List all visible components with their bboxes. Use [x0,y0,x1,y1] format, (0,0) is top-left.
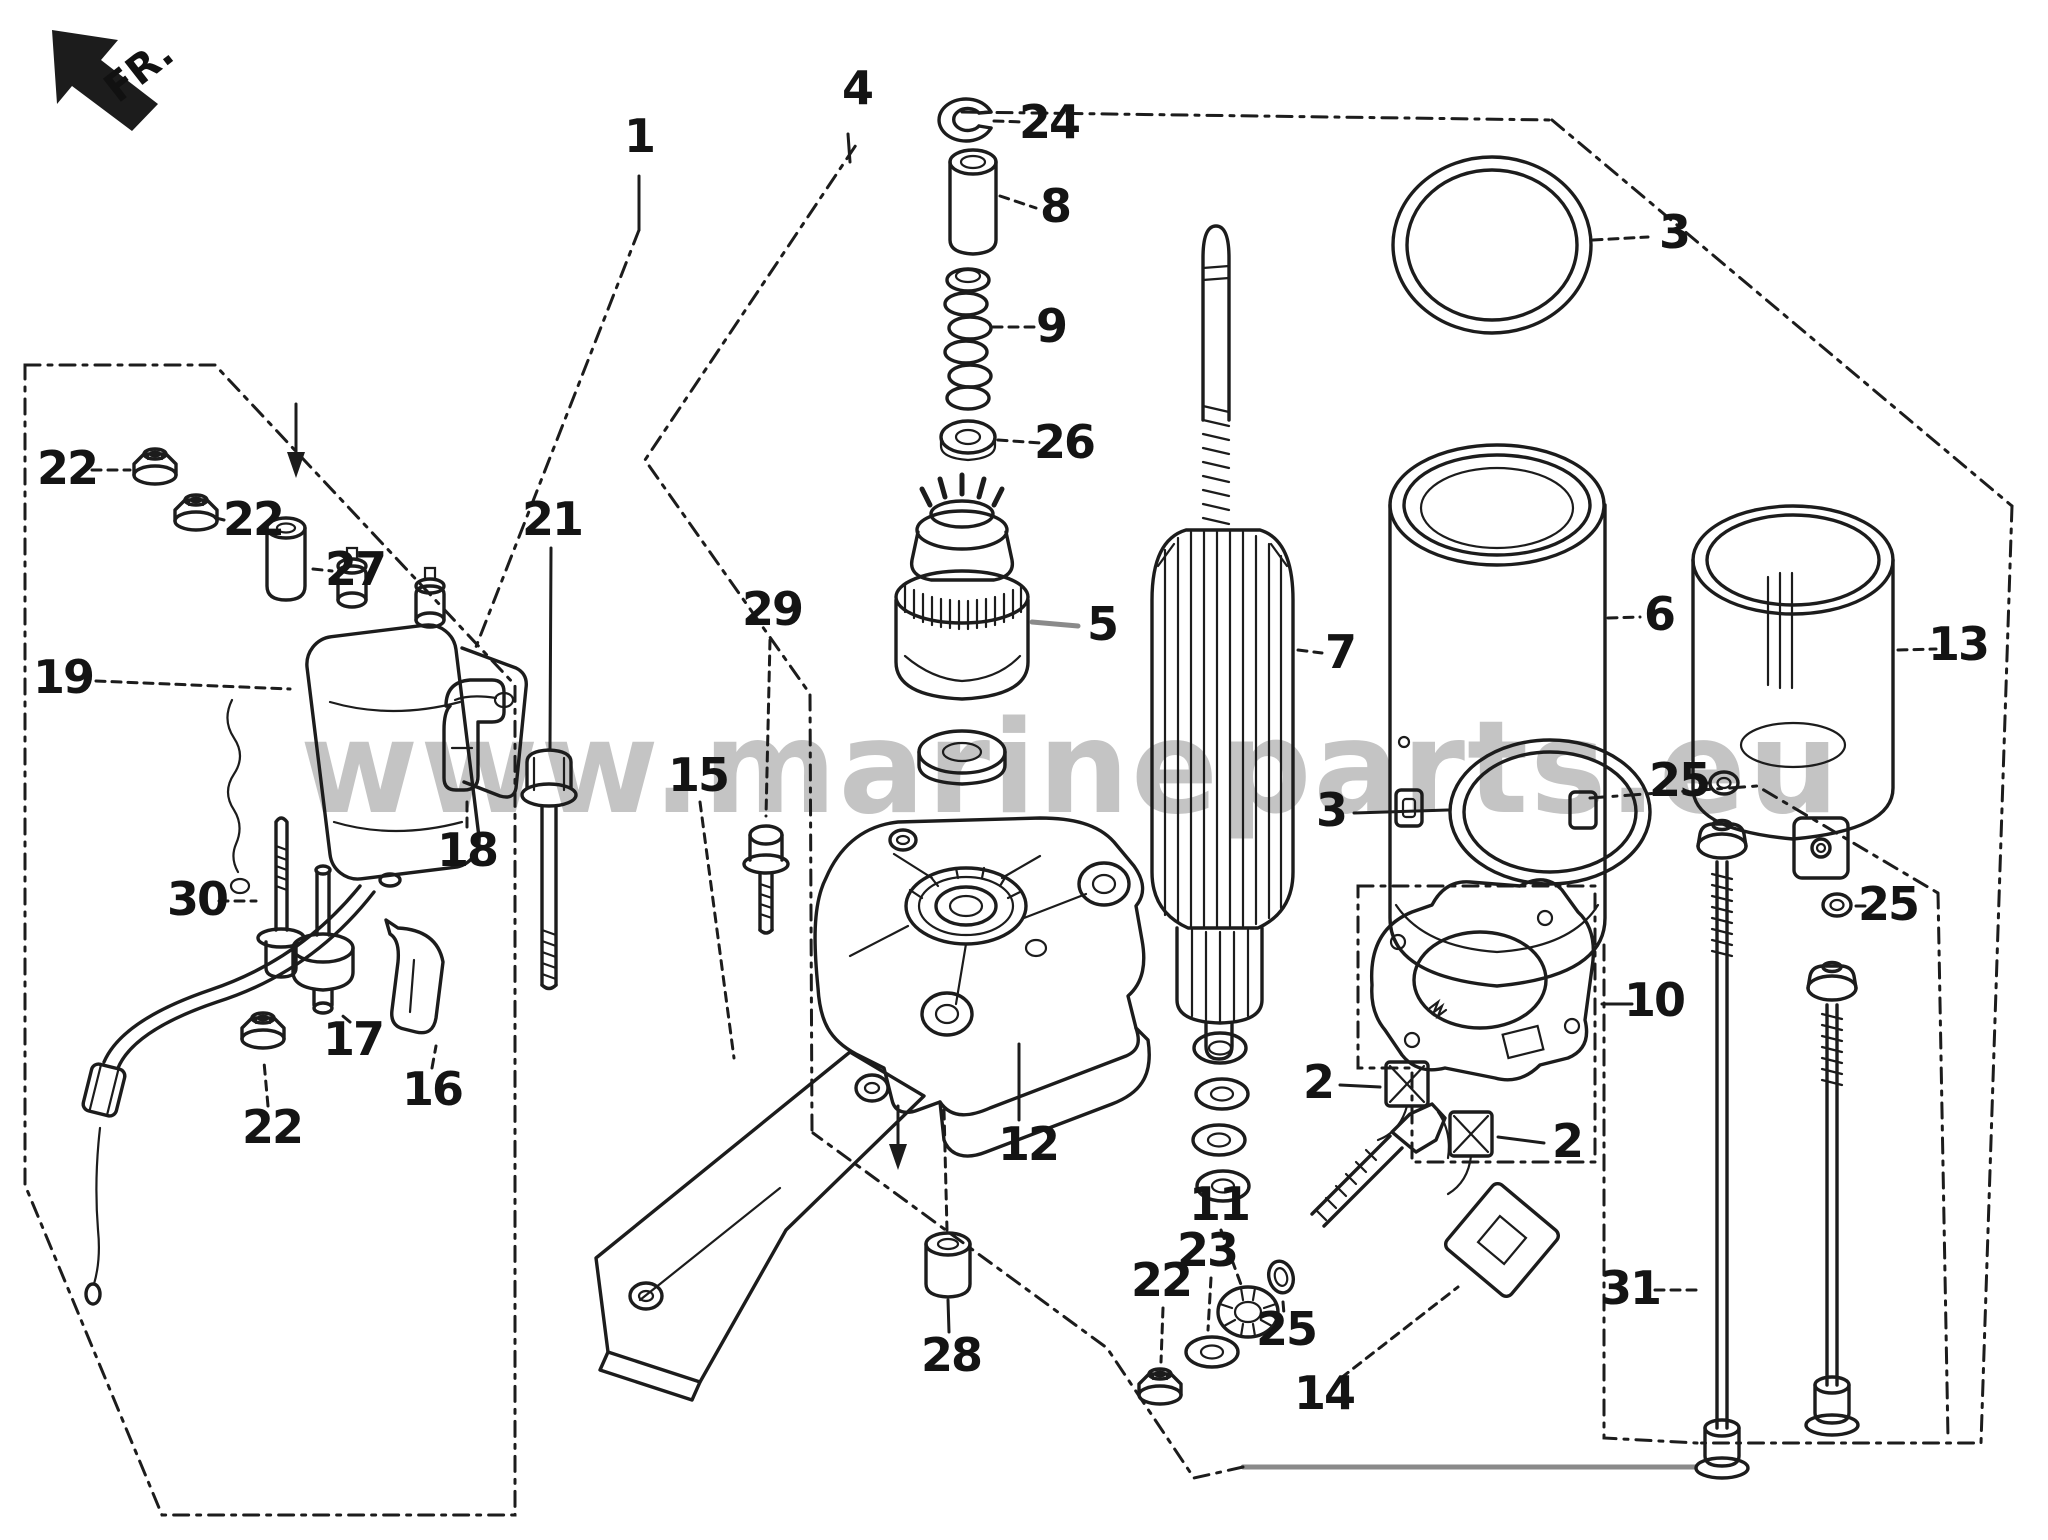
part-22-nut-4 [1137,1367,1183,1406]
part-24-snap-ring [937,97,993,143]
part-27-bushing [265,516,307,602]
part-15-bracket [594,1050,926,1402]
callout-7: 7 [1325,625,1355,679]
part-7-armature [1150,224,1295,1061]
part-29-bolt [742,824,790,935]
callout-22b: 22 [223,492,283,546]
callout-19: 19 [33,650,93,704]
callout-10: 10 [1624,973,1684,1027]
part-22-nut-2 [173,493,219,532]
part-8-pinion-stopper [948,148,998,256]
callout-31: 31 [1600,1261,1660,1315]
part-25-oring-small [1266,1259,1296,1295]
callout-5: 5 [1087,597,1117,651]
callout-15: 15 [668,748,728,802]
assembly-arrow-down-left [287,402,305,478]
callout-23: 23 [1177,1223,1237,1277]
pinion-thrust-washer [917,729,1007,786]
callout-28: 28 [921,1328,981,1382]
fr-direction-icon: FR. [52,30,183,131]
callout-30: 30 [167,872,227,926]
part-22-nut-3 [240,1011,286,1050]
callout-1: 1 [624,109,654,163]
part-26-washer [939,419,997,462]
part-17-plunger [291,864,355,1015]
callout-13: 13 [1928,617,1988,671]
bolt-right-flange-washer [1806,960,1858,1002]
leader-lines [90,119,1938,1380]
callout-14: 14 [1294,1366,1354,1420]
part-3-oring-top [1391,155,1593,335]
callout-2a: 2 [1303,1055,1333,1109]
terminal-lead-assembly [1310,1102,1561,1299]
part-21-bolt [520,748,578,991]
callout-2b: 2 [1552,1114,1582,1168]
part-2-brush-1 [1376,1060,1430,1142]
part-11-seal [1216,1285,1280,1339]
part-28-bushing [924,1231,972,1299]
callout-22a: 22 [37,441,97,495]
part-2-brush-2 [1446,1110,1494,1196]
callout-25c: 25 [1256,1302,1316,1356]
part-5-pinion-clutch [894,472,1030,701]
part-31-through-bolt-left [1694,860,1750,1480]
callout-26: 26 [1034,415,1094,469]
callout-22d: 22 [1131,1253,1191,1307]
callout-12: 12 [998,1117,1058,1171]
callout-27: 27 [325,542,385,596]
part-3-oring-bottom [1448,738,1652,886]
part-13-end-cap [1691,504,1895,880]
callout-3a: 3 [1659,205,1689,259]
callout-22c: 22 [242,1100,302,1154]
callout-6: 6 [1644,587,1674,641]
solenoid-cable-main [81,884,376,1306]
part-10-brush-holder [1369,878,1596,1082]
solenoid-cable-coiled [226,698,251,895]
part-18-terminal-elbow [442,678,506,792]
callout-3b: 3 [1316,783,1346,837]
callout-4: 4 [842,61,872,115]
callout-8: 8 [1040,179,1070,233]
callout-layer: 1424892657361332525103122122811232225141… [33,61,1990,1420]
callout-25b: 25 [1858,877,1918,931]
callout-16: 16 [402,1062,462,1116]
callout-18: 18 [437,823,497,877]
part-25-nut-2 [1821,892,1853,918]
callout-21: 21 [522,492,582,546]
callout-11: 11 [1189,1177,1249,1231]
callout-25a: 25 [1649,753,1709,807]
callout-17: 17 [323,1012,383,1066]
part-16-lever [384,918,445,1035]
callout-24: 24 [1019,95,1079,149]
part-30-bolt [256,816,306,979]
assembly-arrow-down-center [889,1104,907,1170]
part-6-motor-housing [1388,443,1607,988]
part-9-spring [943,267,993,411]
part-23-washer [1184,1335,1240,1369]
part-22-nut-1 [132,447,178,486]
group-boundaries [23,110,2014,1517]
callout-9: 9 [1036,299,1066,353]
part-12-gear-case-plate [813,816,1151,1158]
callout-29: 29 [742,582,802,636]
part-31-through-bolt-right [1804,1003,1860,1437]
